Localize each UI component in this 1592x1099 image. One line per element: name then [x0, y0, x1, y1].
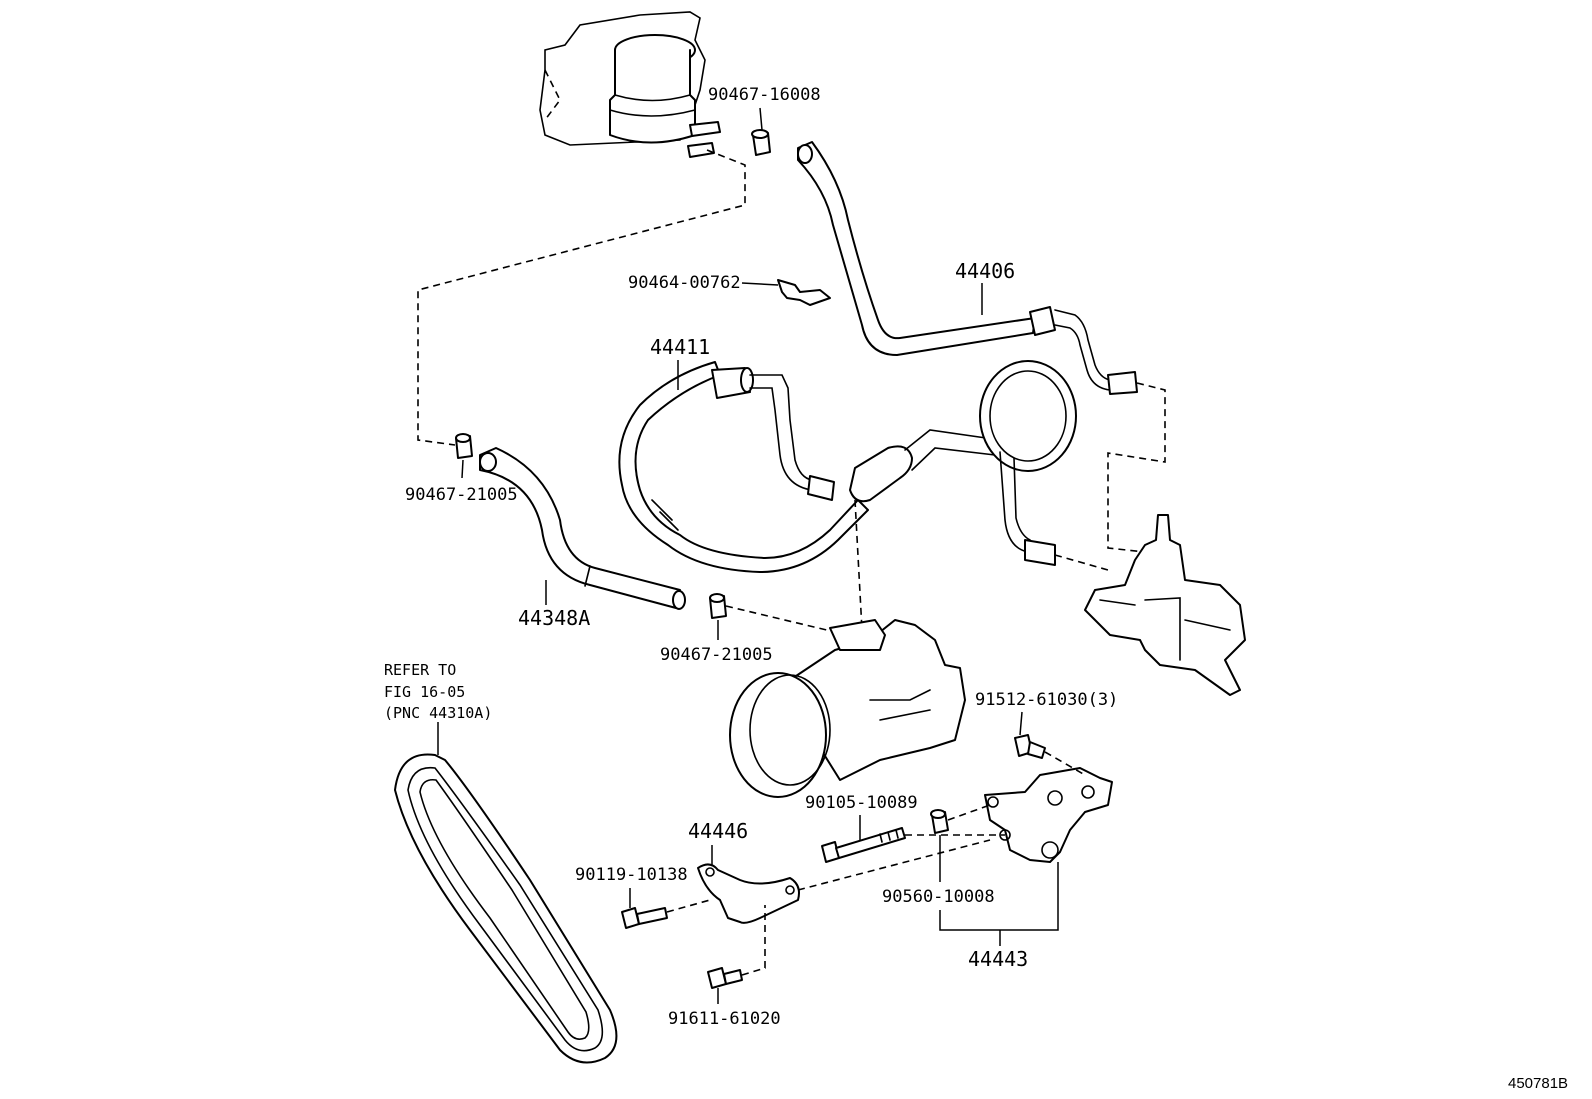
bolt-90105-10089 — [821, 827, 906, 863]
label-44348A: 44348A — [518, 606, 590, 630]
clamp-90467-21005-upper — [455, 433, 473, 459]
pressure-hose-44411 — [618, 360, 1077, 573]
clamp-90467-21005-lower — [709, 593, 727, 619]
label-90119-10138: 90119-10138 — [575, 865, 688, 885]
label-refer-fig: FIG 16-05 — [384, 683, 465, 701]
label-90105-10089: 90105-10089 — [805, 793, 918, 813]
bolt-91611-61020 — [707, 967, 743, 989]
label-91512-61030: 91512-61030(3) — [975, 690, 1118, 710]
label-refer-to: REFER TO — [384, 661, 456, 679]
label-90467-16008: 90467-16008 — [708, 85, 821, 105]
label-44406: 44406 — [955, 259, 1015, 283]
label-91611-61020: 91611-61020 — [668, 1009, 781, 1029]
drive-belt — [394, 753, 618, 1064]
collar-90560-10008 — [930, 809, 949, 834]
clip-90464-00762 — [777, 279, 831, 306]
figure-id: 450781B — [1508, 1075, 1568, 1092]
label-90467-21005-upper: 90467-21005 — [405, 485, 518, 505]
label-90467-21005-lower: 90467-21005 — [660, 645, 773, 665]
label-refer-pnc: (PNC 44310A) — [384, 704, 492, 722]
return-hose-44406 — [797, 141, 1138, 395]
bracket-44443 — [984, 767, 1113, 863]
label-44411: 44411 — [650, 335, 710, 359]
stay-44446 — [697, 863, 800, 924]
clamp-90467-16008 — [751, 129, 771, 156]
reservoir-assembly — [539, 11, 721, 158]
power-steering-pump — [729, 619, 966, 798]
label-44446: 44446 — [688, 819, 748, 843]
label-44443: 44443 — [968, 947, 1028, 971]
label-90560-10008: 90560-10008 — [882, 887, 995, 907]
suction-hose-44348A — [479, 447, 686, 610]
steering-gear — [1084, 514, 1246, 696]
bolt-90119-10138 — [621, 907, 668, 929]
label-90464-00762: 90464-00762 — [628, 273, 741, 293]
bolt-91512-61030 — [1014, 734, 1046, 759]
